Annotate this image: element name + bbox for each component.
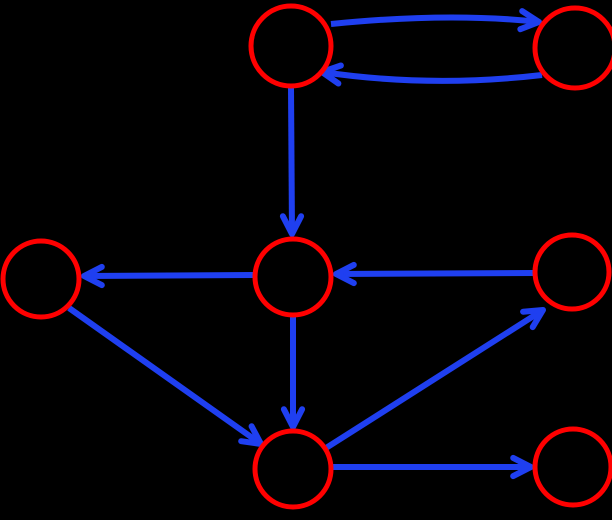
graph-edge-n5-to-n3	[333, 261, 535, 287]
graph-node-n2[interactable]	[532, 5, 612, 91]
edge-line	[324, 307, 545, 451]
graph-node-n3[interactable]	[252, 236, 334, 318]
edge-line	[330, 14, 540, 27]
arrowhead-icon	[238, 423, 264, 447]
edge-line	[335, 270, 535, 277]
graph-edge-n3-to-n4	[81, 263, 254, 289]
edge-line	[83, 272, 254, 279]
graph-node-n4[interactable]	[0, 238, 82, 320]
node-circle[interactable]	[532, 426, 612, 508]
arrowhead-icon	[520, 307, 546, 331]
graph-edge-n6-to-n7	[332, 454, 534, 480]
graph-node-n5[interactable]	[532, 232, 612, 312]
node-circle[interactable]	[532, 232, 612, 312]
arrowhead-icon	[81, 263, 105, 289]
arrowhead-icon	[279, 213, 305, 237]
node-layer	[0, 3, 612, 510]
arrowhead-icon	[280, 406, 306, 430]
edge-line	[321, 69, 543, 84]
edge-line	[288, 87, 295, 235]
node-circle[interactable]	[252, 428, 334, 510]
graph-edge-n6-to-n5	[324, 307, 546, 451]
edge-line	[67, 305, 263, 447]
edge-layer	[67, 8, 546, 480]
graph-node-n7[interactable]	[532, 426, 612, 508]
node-circle[interactable]	[248, 3, 334, 89]
graph-edge-n1-to-n3	[279, 87, 305, 237]
graph-node-n1[interactable]	[248, 3, 334, 89]
graph-node-n6[interactable]	[252, 428, 334, 510]
arrowhead-icon	[510, 454, 534, 480]
arrowhead-icon	[333, 261, 357, 287]
arrowhead-icon	[517, 8, 542, 33]
node-circle[interactable]	[252, 236, 334, 318]
graph-edge-n3-to-n6	[280, 316, 306, 430]
node-circle[interactable]	[0, 238, 82, 320]
node-circle[interactable]	[532, 5, 612, 91]
graph-edge-n4-to-n6	[67, 305, 264, 447]
graph-edge-n1-to-n2	[330, 8, 542, 33]
